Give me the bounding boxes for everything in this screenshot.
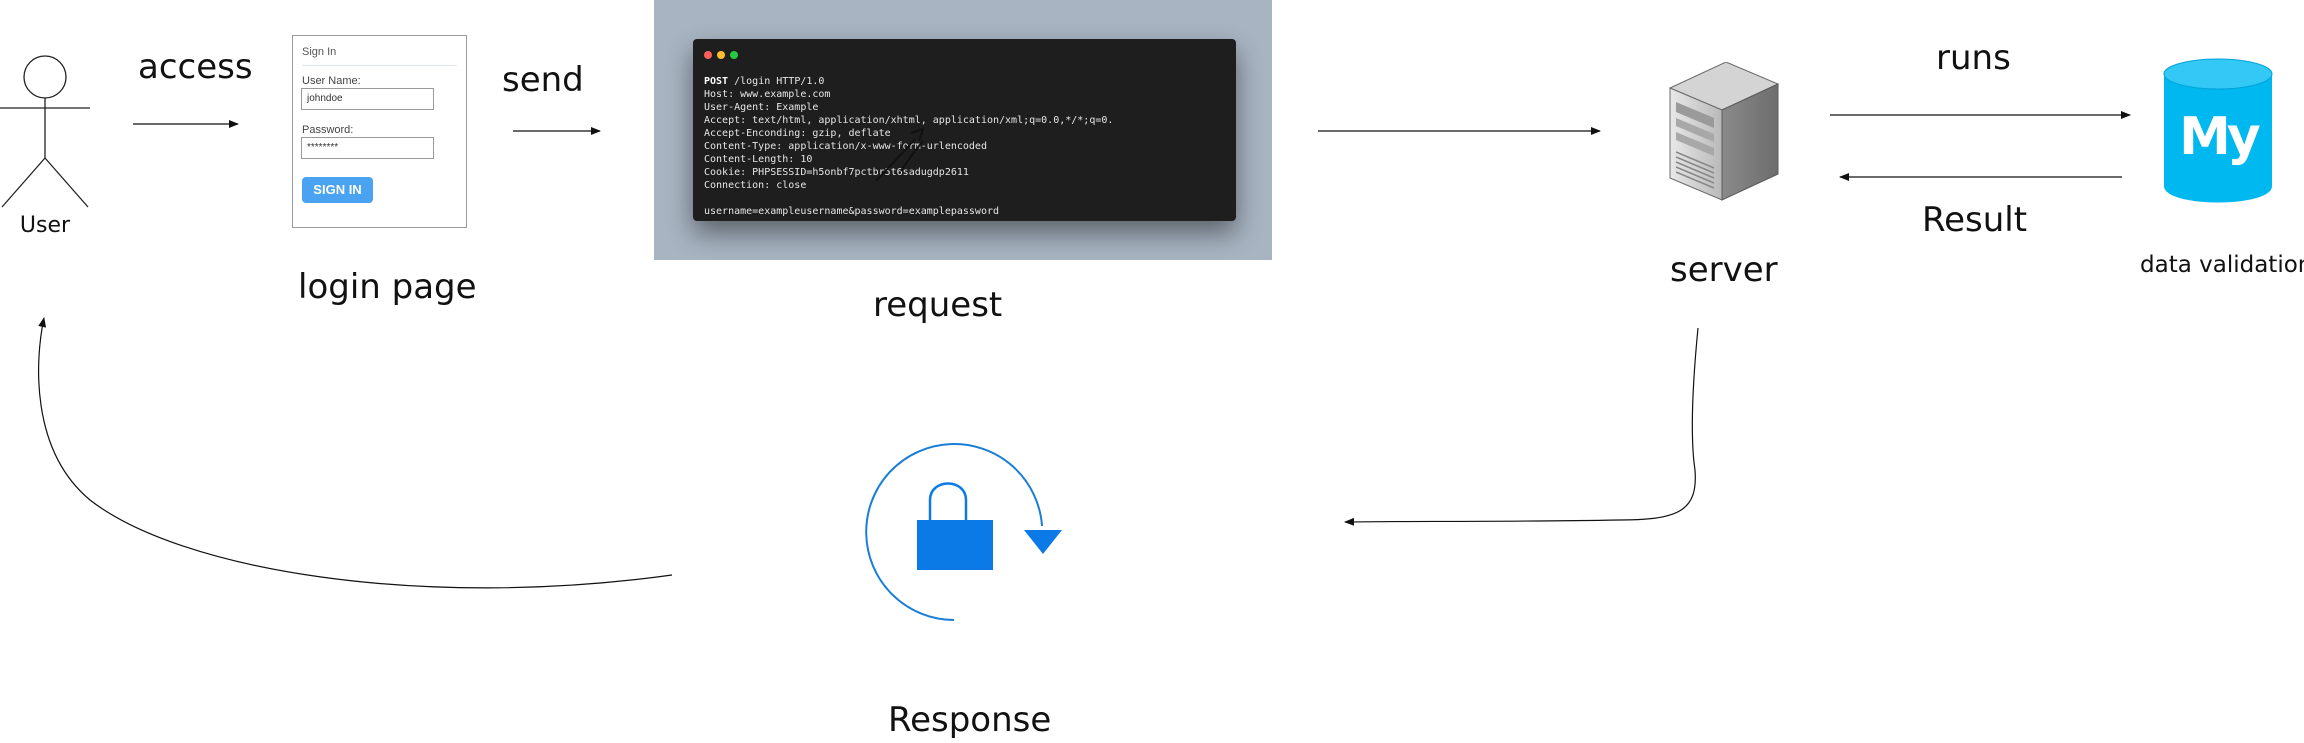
user-label: User (19, 213, 71, 238)
username-label: User Name: (302, 75, 361, 87)
login-form-title: Sign In (302, 46, 337, 58)
lock-refresh-icon (865, 443, 1062, 621)
login-page-label: login page (298, 267, 477, 307)
close-dot-icon (704, 51, 712, 59)
code-text: username=exampleusername&password=exampl… (704, 206, 1000, 217)
code-line: User-Agent: Example (704, 101, 1113, 114)
edge-label-result: Result (1922, 200, 2028, 240)
code-line: Cookie: PHPSESSID=h5onbf7pctbr5t6sadugdp… (704, 166, 1113, 179)
code-text: Content-Type: application/x-www-form-url… (704, 141, 987, 152)
code-text: Accept: text/html, application/xhtml, ap… (704, 115, 1114, 126)
request-label: request (873, 285, 1003, 325)
edge-label-access: access (138, 47, 253, 87)
sign-in-button: SIGN IN (302, 177, 373, 203)
code-text: Accept-Enconding: gzip, deflate (704, 128, 891, 139)
database-label: data validation (2140, 252, 2304, 278)
username-field: johndoe (301, 88, 434, 110)
code-text: User-Agent: Example (704, 102, 819, 113)
minimize-dot-icon (717, 51, 725, 59)
code-line: Accept-Enconding: gzip, deflate (704, 127, 1113, 140)
mysql-logo-text: My (2179, 107, 2260, 167)
annotation-arrow-icon (875, 127, 925, 182)
mysql-database-icon: My (2163, 58, 2273, 203)
code-text: Connection: close (704, 180, 807, 191)
code-line: username=exampleusername&password=exampl… (704, 205, 1113, 218)
maximize-dot-icon (730, 51, 738, 59)
http-method: POST (704, 76, 729, 87)
code-text: /login HTTP/1.0 (728, 76, 825, 87)
server-tower-icon (1668, 62, 1780, 201)
code-text: Host: www.example.com (704, 89, 831, 100)
code-line (704, 192, 1113, 205)
edge-label-runs: runs (1936, 38, 2011, 78)
arrow-response-to-user (37, 317, 673, 589)
code-line: POST /login HTTP/1.0 (704, 75, 1113, 88)
password-field: ******** (301, 137, 434, 159)
login-form-mockup: Sign In User Name: johndoe Password: ***… (292, 35, 467, 228)
response-label: Response (888, 700, 1052, 740)
code-line: Accept: text/html, application/xhtml, ap… (704, 114, 1113, 127)
code-line: Content-Type: application/x-www-form-url… (704, 140, 1113, 153)
login-form-divider (302, 65, 457, 66)
stick-figure-icon (0, 55, 90, 208)
code-line: Connection: close (704, 179, 1113, 192)
server-label: server (1670, 250, 1778, 290)
arrow-server-to-response (1344, 327, 1699, 526)
code-line: Content-Length: 10 (704, 153, 1113, 166)
password-label: Password: (302, 124, 354, 136)
code-line: Host: www.example.com (704, 88, 1113, 101)
code-text: Content-Length: 10 (704, 154, 813, 165)
code-text: Cookie: PHPSESSID=h5onbf7pctbr5t6sadugdp… (704, 167, 969, 178)
edge-label-send: send (502, 60, 584, 100)
